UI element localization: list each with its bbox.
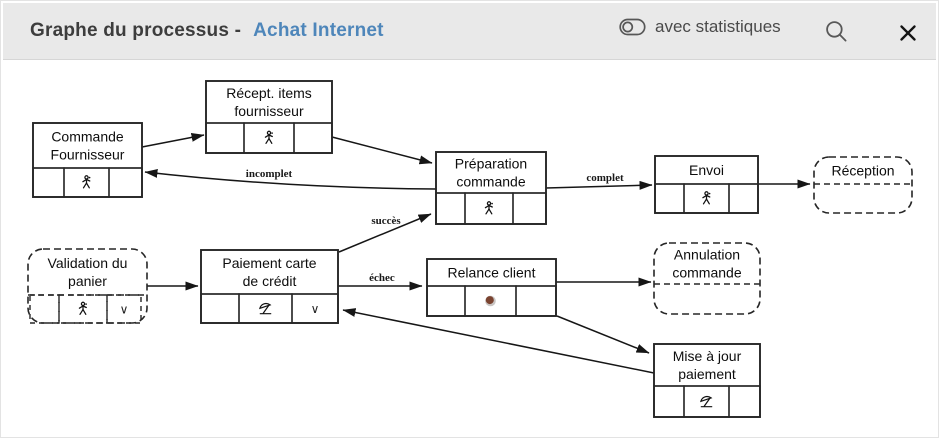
person-icon: [264, 130, 273, 144]
vee-symbol: ∨: [311, 302, 320, 316]
node-title: de crédit: [243, 273, 297, 289]
dialog-header: Graphe du processus - Achat Internet avec…: [3, 3, 936, 60]
node-reception[interactable]: Réception: [813, 156, 913, 214]
node-title: Récept. items: [226, 85, 312, 101]
edge-paiement-to-relance: échec: [338, 272, 423, 291]
umbrella-icon: [700, 395, 713, 408]
node-mise-a-jour-paiement[interactable]: Mise à jour paiement: [653, 343, 761, 418]
edge-relance-to-miseajour: [556, 315, 650, 354]
person-icon: [702, 191, 711, 205]
edge-label-paiement-to-preparation: succès: [371, 215, 401, 227]
edge-commande-to-recept: [141, 132, 205, 148]
node-title: Commande: [51, 129, 124, 145]
edge-label-paiement-to-relance: échec: [369, 272, 395, 284]
umbrella-icon: [259, 302, 272, 315]
node-title: Paiement carte: [222, 255, 316, 271]
edge-label-preparation-to-commande: incomplet: [246, 168, 293, 180]
node-title: Annulation: [674, 247, 740, 263]
edge-recept-to-preparation: [331, 136, 433, 165]
node-title: Mise à jour: [673, 348, 742, 364]
toggle-off-icon[interactable]: [619, 18, 646, 36]
close-icon[interactable]: [900, 25, 916, 41]
process-name-link[interactable]: Achat Internet: [253, 20, 384, 41]
page-title: Graphe du processus - Achat Internet: [30, 20, 384, 42]
node-title: Fournisseur: [51, 147, 125, 163]
title-prefix: Graphe du processus -: [30, 20, 242, 41]
edge-preparation-to-commande: incomplet: [144, 168, 437, 190]
node-title: commande: [456, 174, 525, 190]
node-envoi[interactable]: Envoi: [654, 155, 759, 214]
node-paiement-carte-de-credit[interactable]: Paiement carte de crédit ∨: [200, 249, 339, 324]
search-icon[interactable]: [825, 20, 848, 43]
node-title: Relance client: [448, 265, 536, 281]
node-annulation-commande[interactable]: Annulation commande: [653, 242, 761, 315]
node-title: panier: [68, 273, 107, 289]
vee-symbol: ∨: [120, 303, 129, 317]
edge-label-preparation-to-envoi: complet: [586, 172, 624, 184]
stats-toggle[interactable]: avec statistiques: [619, 17, 781, 37]
node-recept-items-fournisseur[interactable]: Récept. items fournisseur: [205, 80, 333, 154]
stats-toggle-label: avec statistiques: [655, 17, 781, 36]
node-title: paiement: [678, 366, 736, 382]
node-preparation-commande[interactable]: Préparation commande: [435, 151, 547, 225]
node-title: fournisseur: [234, 103, 304, 119]
person-icon: [484, 201, 493, 215]
person-icon: [78, 301, 87, 315]
node-relance-client[interactable]: Relance client: [426, 258, 557, 317]
edge-miseajour-to-paiement: [342, 308, 655, 374]
node-title: commande: [672, 265, 741, 281]
node-title: Envoi: [689, 162, 724, 178]
node-title: Validation du: [48, 255, 128, 271]
edge-paiement-to-preparation: succès: [338, 213, 432, 253]
node-title: Préparation: [455, 156, 527, 172]
person-icon: [82, 175, 91, 189]
node-validation-du-panier[interactable]: Validation du panier ∨: [27, 248, 148, 324]
edge-preparation-to-envoi: complet: [545, 172, 653, 190]
node-title: Réception: [831, 163, 894, 179]
ball-icon: [485, 295, 496, 307]
